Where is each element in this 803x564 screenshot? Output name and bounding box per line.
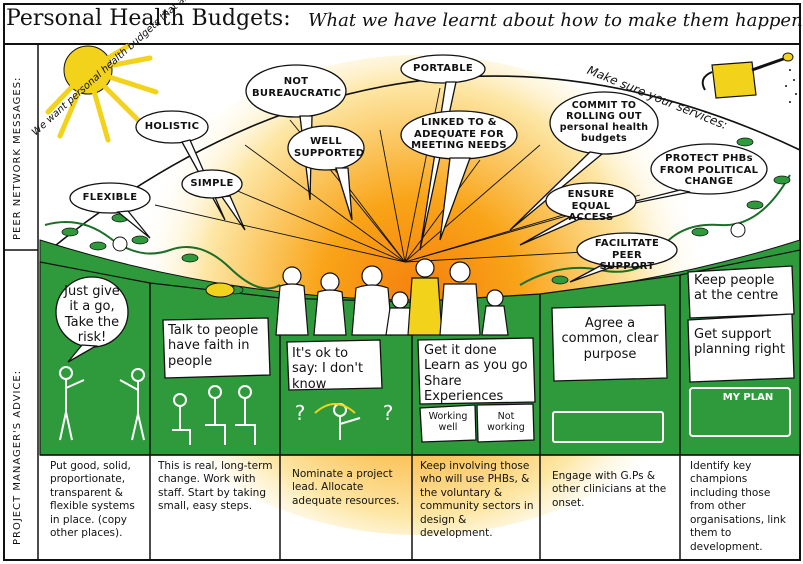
advice-people-at-centre: Keep people at the centre	[694, 273, 779, 304]
bubble-linked-adequate: LINKED TO & ADEQUATE FOR MEETING NEEDS	[411, 117, 507, 151]
question-mark-left: ?	[294, 401, 306, 425]
my-plan-sign: MY PLAN	[722, 392, 774, 403]
bubble-commit-rolling-out: COMMIT TO ROLLING OUT personal health bu…	[559, 100, 649, 144]
lower-text-key-champions: Identify key champions including those f…	[690, 460, 786, 553]
bubble-protect-phbs: PROTECT PHBs FROM POLITICAL CHANGE	[659, 153, 759, 187]
lower-text-involving-users: Keep involving those who will use PHBs, …	[420, 460, 534, 540]
watering-can-icon	[701, 52, 797, 103]
lower-text-long-term-change: This is real, long-term change. Work wit…	[158, 460, 273, 513]
label-not-working: Not working	[487, 411, 525, 433]
advice-faith-in-people: Talk to people have faith in people	[168, 323, 259, 369]
project-manager-label: PROJECT MANAGER'S ADVICE:	[12, 369, 23, 545]
advice-say-dont-know: It's ok to say: I don't know	[292, 346, 364, 392]
sun-icon	[45, 43, 159, 143]
services-arc	[39, 75, 801, 259]
poster-title: Personal Health Budgets:	[6, 6, 291, 31]
advice-take-the-risk: Just give it a go, Take the risk!	[64, 284, 120, 345]
bubble-simple: SIMPLE	[190, 178, 234, 189]
bubble-flexible: FLEXIBLE	[82, 192, 138, 203]
advice-learn-as-you-go: Get it done Learn as you go Share Experi…	[424, 343, 528, 404]
label-working-well: Working well	[428, 411, 468, 433]
budget-coins-icon	[112, 222, 746, 298]
advice-bubbles	[55, 265, 795, 443]
bubble-ensure-access: ENSURE EQUAL ACCESS	[567, 189, 615, 223]
message-bubbles	[69, 54, 768, 283]
idea-glow	[314, 403, 356, 414]
poster-subtitle: What we have learnt about how to make th…	[308, 10, 803, 31]
lower-text-project-lead: Nominate a project lead. Allocate adequa…	[292, 468, 400, 507]
group-of-people	[275, 258, 509, 336]
lower-text-engage-gps: Engage with G.Ps & other clinicians at t…	[552, 470, 667, 509]
peer-network-label: PEER NETWORK MESSAGES:	[12, 76, 23, 240]
lower-text-systems: Put good, solid, proportionate, transpar…	[50, 460, 135, 540]
bubble-facilitate-peer-support: FACILITATE PEER SUPPORT	[594, 238, 660, 272]
bubble-well-supported: WELL SUPPORTED	[294, 136, 365, 159]
advice-common-purpose: Agree a common, clear purpose	[561, 316, 659, 362]
bubble-holistic: HOLISTIC	[144, 121, 200, 132]
bubble-portable: PORTABLE	[412, 63, 474, 74]
advice-support-planning: Get support planning right	[694, 327, 786, 358]
question-mark-right: ?	[382, 401, 394, 425]
bubble-not-bureaucratic: NOT BUREAUCRATIC	[252, 76, 342, 99]
panel-dividers	[40, 275, 800, 560]
